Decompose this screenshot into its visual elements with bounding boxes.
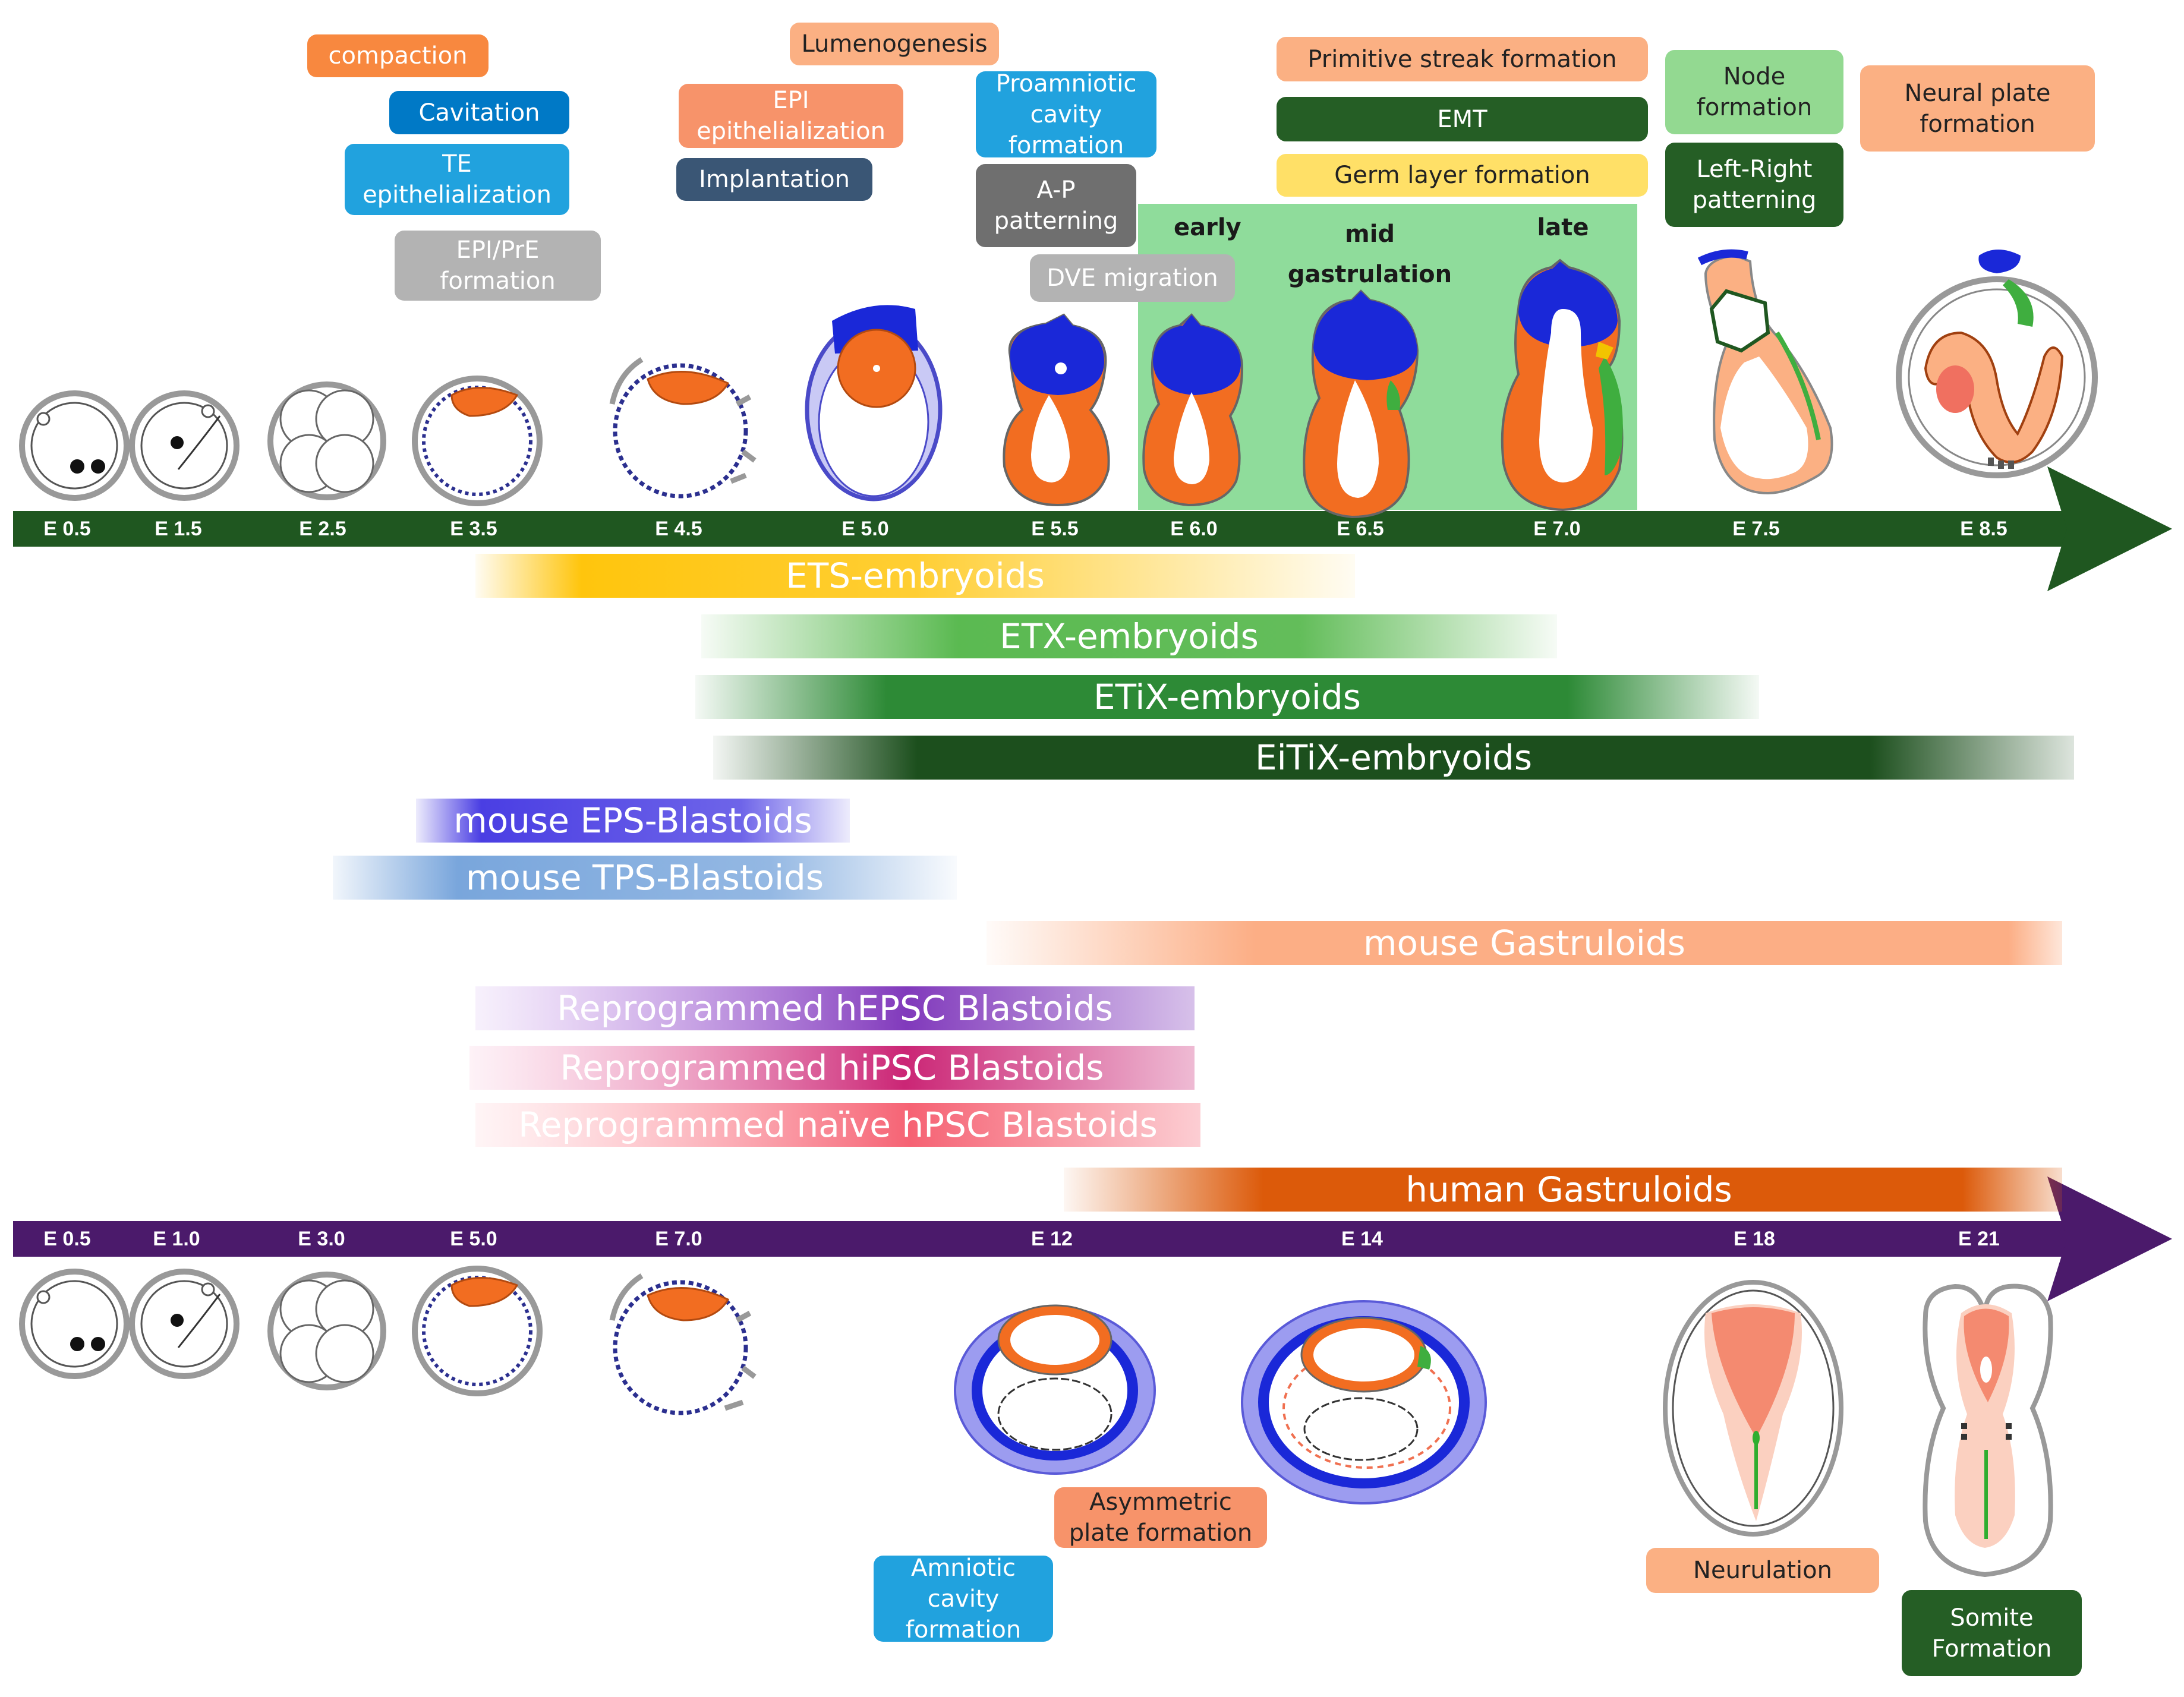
upper-stage-label: E 2.5 [299,518,346,540]
mouse-gastruloids-bar [987,921,2062,965]
event-neurulation: Neurulation [1646,1548,1879,1593]
upper-stage-label: E 1.5 [155,518,202,540]
naive-hpsc-blastoids-label: Reprogrammed naïve hPSC Blastoids [518,1105,1158,1145]
mouse-tps-blastoids-bar [333,856,957,900]
event-lumenogenesis: Lumenogenesis [790,23,999,65]
gastrulation-mid-label: mid gastrulation [1287,220,1452,288]
event-neural-plate: Neural plate formation [1860,65,2095,152]
eitix-embryoids-label: EiTiX-embryoids [1255,737,1533,778]
lower-stage-label: E 18 [1734,1228,1775,1250]
upper-stage-label: E 4.5 [655,518,702,540]
embryo-e4-5 [609,357,757,499]
lower-stage-label: E 14 [1341,1228,1383,1250]
etx-embryoids-bar [701,614,1557,658]
human-embryo-e3-0 [267,1272,386,1390]
ets-embryoids-bar [475,554,1355,598]
human-embryo-e5-0 [412,1266,543,1396]
lower-timeline-arrow [13,1176,2172,1301]
hipsc-blastoids-label: Reprogrammed hiPSC Blastoids [560,1048,1104,1088]
event-proamniotic-cavity: Proamniotic cavity formation [976,71,1156,157]
upper-stage-label: E 8.5 [1960,518,2007,540]
lower-stage-label: E 1.0 [153,1228,200,1250]
event-compaction: compaction [307,34,489,77]
naive-hpsc-blastoids-bar [475,1103,1200,1147]
embryo-e8-5 [1896,250,2098,478]
ets-embryoids-label: ETS-embryoids [786,556,1045,596]
gastrulation-late-label: late [1537,214,1589,241]
upper-stage-label: E 7.0 [1533,518,1581,540]
human-embryo-e7-0 [609,1273,757,1415]
hepsc-blastoids-label: Reprogrammed hEPSC Blastoids [557,988,1113,1029]
event-cavitation: Cavitation [389,91,569,134]
embryo-e0-5 [19,390,130,501]
event-ap-patterning: A-P patterning [976,164,1136,247]
embryo-e2-5 [267,381,386,500]
event-te-epithelialization: TE epithelialization [345,144,569,215]
etix-embryoids-label: ETiX-embryoids [1093,677,1361,717]
embryo-e6-0 [1142,313,1244,507]
event-germ-layer: Germ layer formation [1277,154,1648,197]
event-primitive-streak: Primitive streak formation [1277,37,1648,81]
event-amniotic-cavity: Amniotic cavity formation [874,1556,1053,1642]
event-epi-pre-formation: EPI/PrE formation [395,231,601,301]
embryo-e3-5 [412,376,543,506]
event-left-right-patterning: Left-Right patterning [1665,143,1843,227]
lower-stage-label: E 12 [1031,1228,1073,1250]
embryo-e5-0 [805,305,943,501]
human-embryo-e12 [954,1304,1156,1475]
upper-stage-label: E 6.0 [1170,518,1218,540]
lower-stage-label: E 7.0 [655,1228,702,1250]
event-emt: EMT [1277,97,1648,141]
event-node-formation: Node formation [1665,50,1843,134]
human-gastruloids-bar [1064,1168,2062,1212]
upper-stage-label: E 7.5 [1732,518,1780,540]
embryo-e7-5 [1697,249,1833,495]
human-embryo-e1-0 [129,1269,239,1379]
embryo-e1-5 [129,390,239,501]
human-embryo-e0-5 [19,1269,130,1379]
lower-stage-label: E 0.5 [43,1228,91,1250]
hipsc-blastoids-bar [469,1046,1195,1090]
eitix-embryoids-bar [713,736,2074,780]
mouse-eps-blastoids-label: mouse EPS-Blastoids [453,800,812,841]
event-dve-migration: DVE migration [1030,254,1235,302]
embryo-e7-0 [1501,258,1624,512]
lower-stage-label: E 3.0 [298,1228,345,1250]
human-embryo-e14 [1241,1300,1487,1504]
hepsc-blastoids-bar [475,986,1195,1030]
human-embryo-e21 [1923,1283,2053,1578]
event-somite-formation: Somite Formation [1902,1590,2082,1676]
mouse-eps-blastoids-bar [416,799,850,843]
lower-stage-label: E 21 [1958,1228,2000,1250]
mouse-tps-blastoids-label: mouse TPS-Blastoids [465,857,824,898]
upper-stage-label: E 6.5 [1337,518,1384,540]
human-embryo-e18 [1663,1280,1843,1537]
upper-timeline-arrow [13,466,2172,591]
upper-stage-label: E 3.5 [450,518,497,540]
event-asymmetric-plate: Asymmetric plate formation [1054,1487,1267,1548]
upper-stage-label: E 5.5 [1031,518,1079,540]
upper-stage-label: E 0.5 [43,518,91,540]
event-epi-epithelialization: EPI epithelialization [679,84,903,148]
event-implantation: Implantation [676,158,872,201]
embryo-e6-5 [1303,289,1419,519]
etix-embryoids-bar [695,675,1759,719]
human-gastruloids-label: human Gastruloids [1405,1169,1732,1210]
etx-embryoids-label: ETX-embryoids [1000,616,1259,657]
upper-stage-label: E 5.0 [842,518,889,540]
embryo-e5-5 [1003,313,1110,507]
mouse-gastruloids-label: mouse Gastruloids [1363,923,1685,963]
gastrulation-early-label: early [1174,214,1241,241]
lower-stage-label: E 5.0 [450,1228,497,1250]
